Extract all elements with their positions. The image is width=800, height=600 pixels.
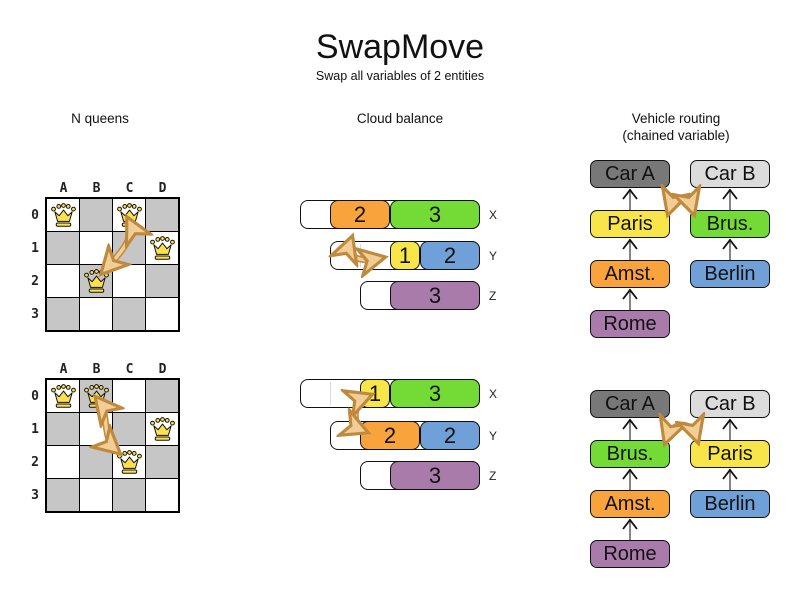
nqueens-header: N queens [71,111,129,126]
board-row-label: 1 [31,422,39,437]
page-subtitle: Swap all variables of 2 entities [315,69,485,83]
vr-node-brus: Brus. [690,210,770,238]
cloud-row-label-y: Y [489,248,498,263]
board-cell-C3 [113,298,145,330]
board-cell-A1 [47,232,79,264]
board-cell-D3 [146,479,178,511]
chessboard-after [45,378,180,513]
board-cell-D3 [146,298,178,330]
cloud-process-yellow-1: 1 [390,241,420,270]
board-col-label: D [158,181,167,196]
vr-node-amst: Amst. [590,260,670,288]
board-cell-C3 [113,479,145,511]
board-cell-D1 [146,413,178,445]
cloud-row-label-x: X [489,207,498,222]
vr-node-paris: Paris [690,440,770,468]
vr-node-car-a: Car A [590,160,670,188]
vr-node-car-b: Car B [690,390,770,418]
cloud-header: Cloud balance [356,111,444,126]
cloud-process-blue-2: 2 [420,241,480,270]
cloud-process-purple-3: 3 [390,281,480,310]
board-cell-A3 [47,479,79,511]
cloud-row-label-y: Y [489,428,498,443]
board-row-label: 2 [31,274,39,289]
cloud-process-purple-3: 3 [390,461,480,490]
board-row-label: 0 [31,208,39,223]
vr-node-paris: Paris [590,210,670,238]
capacity-tick [360,244,361,267]
board-cell-A1 [47,413,79,445]
board-row-label: 2 [31,455,39,470]
cloud-process-green-3: 3 [390,200,480,229]
board-cell-A2 [47,265,79,297]
page-title: SwapMove [315,28,485,66]
board-cell-A3 [47,298,79,330]
vr-node-berlin: Berlin [690,260,770,288]
vr-node-car-b: Car B [690,160,770,188]
board-row-label: 3 [31,488,39,503]
board-col-label: D [158,362,167,377]
board-col-label: A [59,362,68,377]
board-row-label: 1 [31,241,39,256]
vehicle-subheader: (chained variable) [622,128,730,143]
vr-node-car-a: Car A [590,390,670,418]
cloud-process-yellow-1: 1 [360,379,390,408]
vr-node-amst: Amst. [590,490,670,518]
cloud-row-label-z: Z [489,288,497,303]
board-row-label: 0 [31,389,39,404]
vr-node-rome: Rome [590,310,670,338]
vr-node-berlin: Berlin [690,490,770,518]
cloud-row-label-x: X [489,386,498,401]
board-cell-A2 [47,446,79,478]
board-cell-D2 [146,446,178,478]
board-col-label: C [125,362,134,377]
capacity-tick [330,382,331,405]
board-cell-D0 [146,380,178,412]
board-cell-B3 [80,298,112,330]
vr-node-brus: Brus. [590,440,670,468]
cloud-process-orange-2: 2 [330,200,390,229]
board-cell-A0 [47,199,79,231]
vehicle-header: Vehicle routing [631,111,721,126]
cloud-process-orange-2: 2 [360,421,420,450]
board-col-label: B [92,362,101,377]
cloud-process-blue-2: 2 [420,421,480,450]
board-row-label: 3 [31,307,39,322]
vr-node-rome: Rome [590,540,670,568]
cloud-process-green-3: 3 [390,379,480,408]
board-col-label: B [92,181,101,196]
board-cell-A0 [47,380,79,412]
board-cell-B3 [80,479,112,511]
cloud-row-label-z: Z [489,468,497,483]
board-col-label: C [125,181,134,196]
board-col-label: A [59,181,68,196]
